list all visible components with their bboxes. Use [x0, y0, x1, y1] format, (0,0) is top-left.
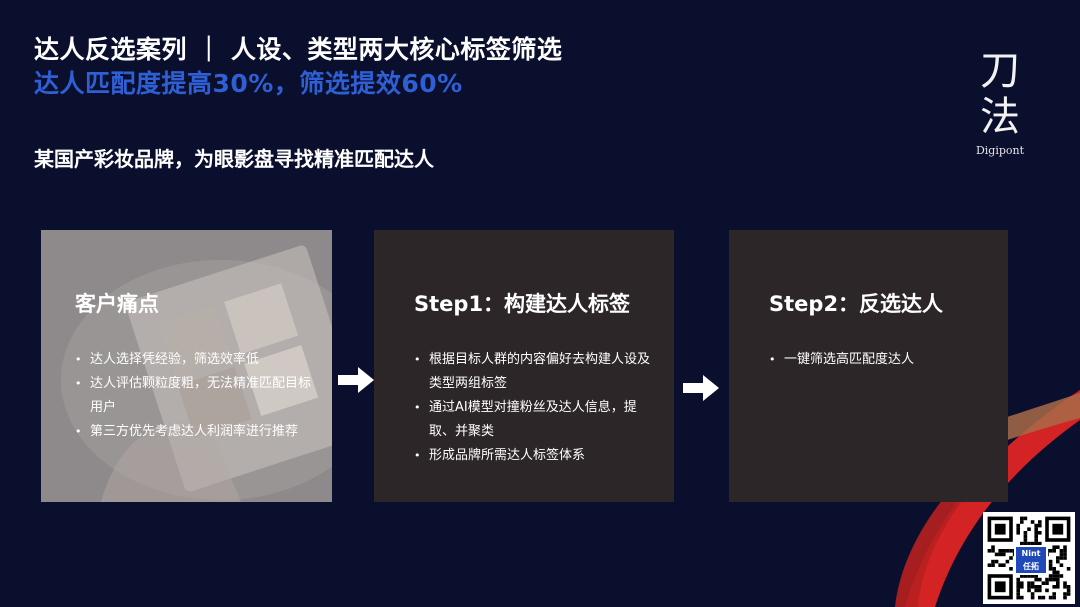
- arrow-right-icon: [338, 367, 374, 393]
- case-subtitle: 某国产彩妆品牌，为眼影盘寻找精准匹配达人: [34, 147, 434, 171]
- qr-center-logo: Nint 任拓: [1014, 545, 1048, 575]
- list-item: 形成品牌所需达人标签体系: [414, 444, 652, 468]
- list-item: 通过AI模型对撞粉丝及达人信息，提取、并聚类: [414, 396, 652, 444]
- logo-char-2: 法: [980, 94, 1020, 140]
- qr-badge-line1: Nint: [1021, 549, 1041, 558]
- pain-points-list: 达人选择凭经验，筛选效率低 达人评估颗粒度粗，无法精准匹配目标用户 第三方优先考…: [75, 348, 315, 444]
- list-item: 第三方优先考虑达人利润率进行推荐: [75, 420, 315, 444]
- list-item: 达人选择凭经验，筛选效率低: [75, 348, 315, 372]
- page-title: 达人反选案列 ｜ 人设、类型两大核心标签筛选: [34, 35, 563, 64]
- step1-list: 根据目标人群的内容偏好去构建人设及类型两组标签 通过AI模型对撞粉丝及达人信息，…: [414, 348, 652, 468]
- card-title: Step2：反选达人: [769, 292, 944, 316]
- list-item: 达人评估颗粒度粗，无法精准匹配目标用户: [75, 372, 315, 420]
- list-item: 根据目标人群的内容偏好去构建人设及类型两组标签: [414, 348, 652, 396]
- brand-logo: 刀 法 Digipont: [970, 48, 1030, 157]
- step2-list: 一键筛选高匹配度达人: [769, 348, 989, 372]
- arrow-right-icon: [683, 375, 719, 401]
- logo-text: Digipont: [975, 144, 1025, 157]
- card-title: 客户痛点: [75, 292, 159, 316]
- list-item: 一键筛选高匹配度达人: [769, 348, 989, 372]
- step1-card: Step1：构建达人标签 根据目标人群的内容偏好去构建人设及类型两组标签 通过A…: [374, 230, 674, 502]
- qr-badge-line2: 任拓: [1023, 562, 1039, 571]
- card-title: Step1：构建达人标签: [414, 292, 631, 316]
- step2-card: Step2：反选达人 一键筛选高匹配度达人: [729, 230, 1008, 502]
- pain-points-card: 客户痛点 达人选择凭经验，筛选效率低 达人评估颗粒度粗，无法精准匹配目标用户 第…: [41, 230, 332, 502]
- page-headline: 达人匹配度提高30%，筛选提效60%: [34, 69, 463, 98]
- logo-char-1: 刀: [980, 48, 1020, 94]
- qr-code: Nint 任拓: [983, 512, 1075, 604]
